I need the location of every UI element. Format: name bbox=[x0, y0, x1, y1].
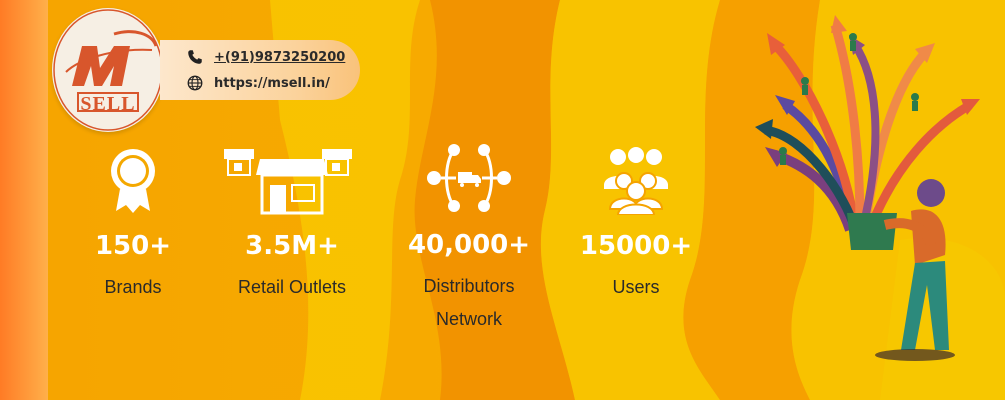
phone-link[interactable]: +(91)9873250200 bbox=[214, 49, 346, 65]
users-group-icon bbox=[604, 147, 668, 215]
stat-users-value: 15000+ bbox=[579, 231, 693, 261]
stat-brands-value: 150+ bbox=[94, 231, 172, 261]
stat-brands-label: Brands bbox=[104, 277, 162, 297]
contact-pill: +(91)9873250200 https://msell.in/ bbox=[160, 40, 360, 100]
stat-retail-label: Retail Outlets bbox=[237, 277, 347, 297]
award-badge-icon bbox=[111, 149, 155, 213]
stat-users-label: Users bbox=[612, 277, 660, 297]
stat-distributors-value: 40,000+ bbox=[407, 230, 531, 260]
phone-row[interactable]: +(91)9873250200 bbox=[186, 47, 345, 67]
stat-distributors-label-line1: Distributors bbox=[423, 276, 515, 296]
storefront-icon bbox=[224, 149, 352, 215]
globe-icon bbox=[187, 75, 203, 91]
phone-icon bbox=[188, 50, 202, 64]
stat-retail-value: 3.5M+ bbox=[245, 231, 339, 261]
stat-brands: 150+ Brands bbox=[70, 145, 196, 305]
growth-illustration bbox=[755, 15, 980, 361]
stat-distributors-label-line2: Network bbox=[435, 309, 502, 329]
website-row[interactable]: https://msell.in/ bbox=[186, 73, 330, 93]
stat-distributors: 40,000+ Distributors Network bbox=[404, 140, 534, 340]
logo-text: SELL bbox=[77, 92, 139, 114]
distribution-network-icon bbox=[427, 144, 511, 212]
msell-logo[interactable]: SELL bbox=[52, 8, 164, 132]
stat-retail-outlets: 3.5M+ Retail Outlets bbox=[222, 145, 362, 305]
website-link[interactable]: https://msell.in/ bbox=[214, 75, 330, 91]
stat-users: 15000+ Users bbox=[574, 145, 698, 305]
